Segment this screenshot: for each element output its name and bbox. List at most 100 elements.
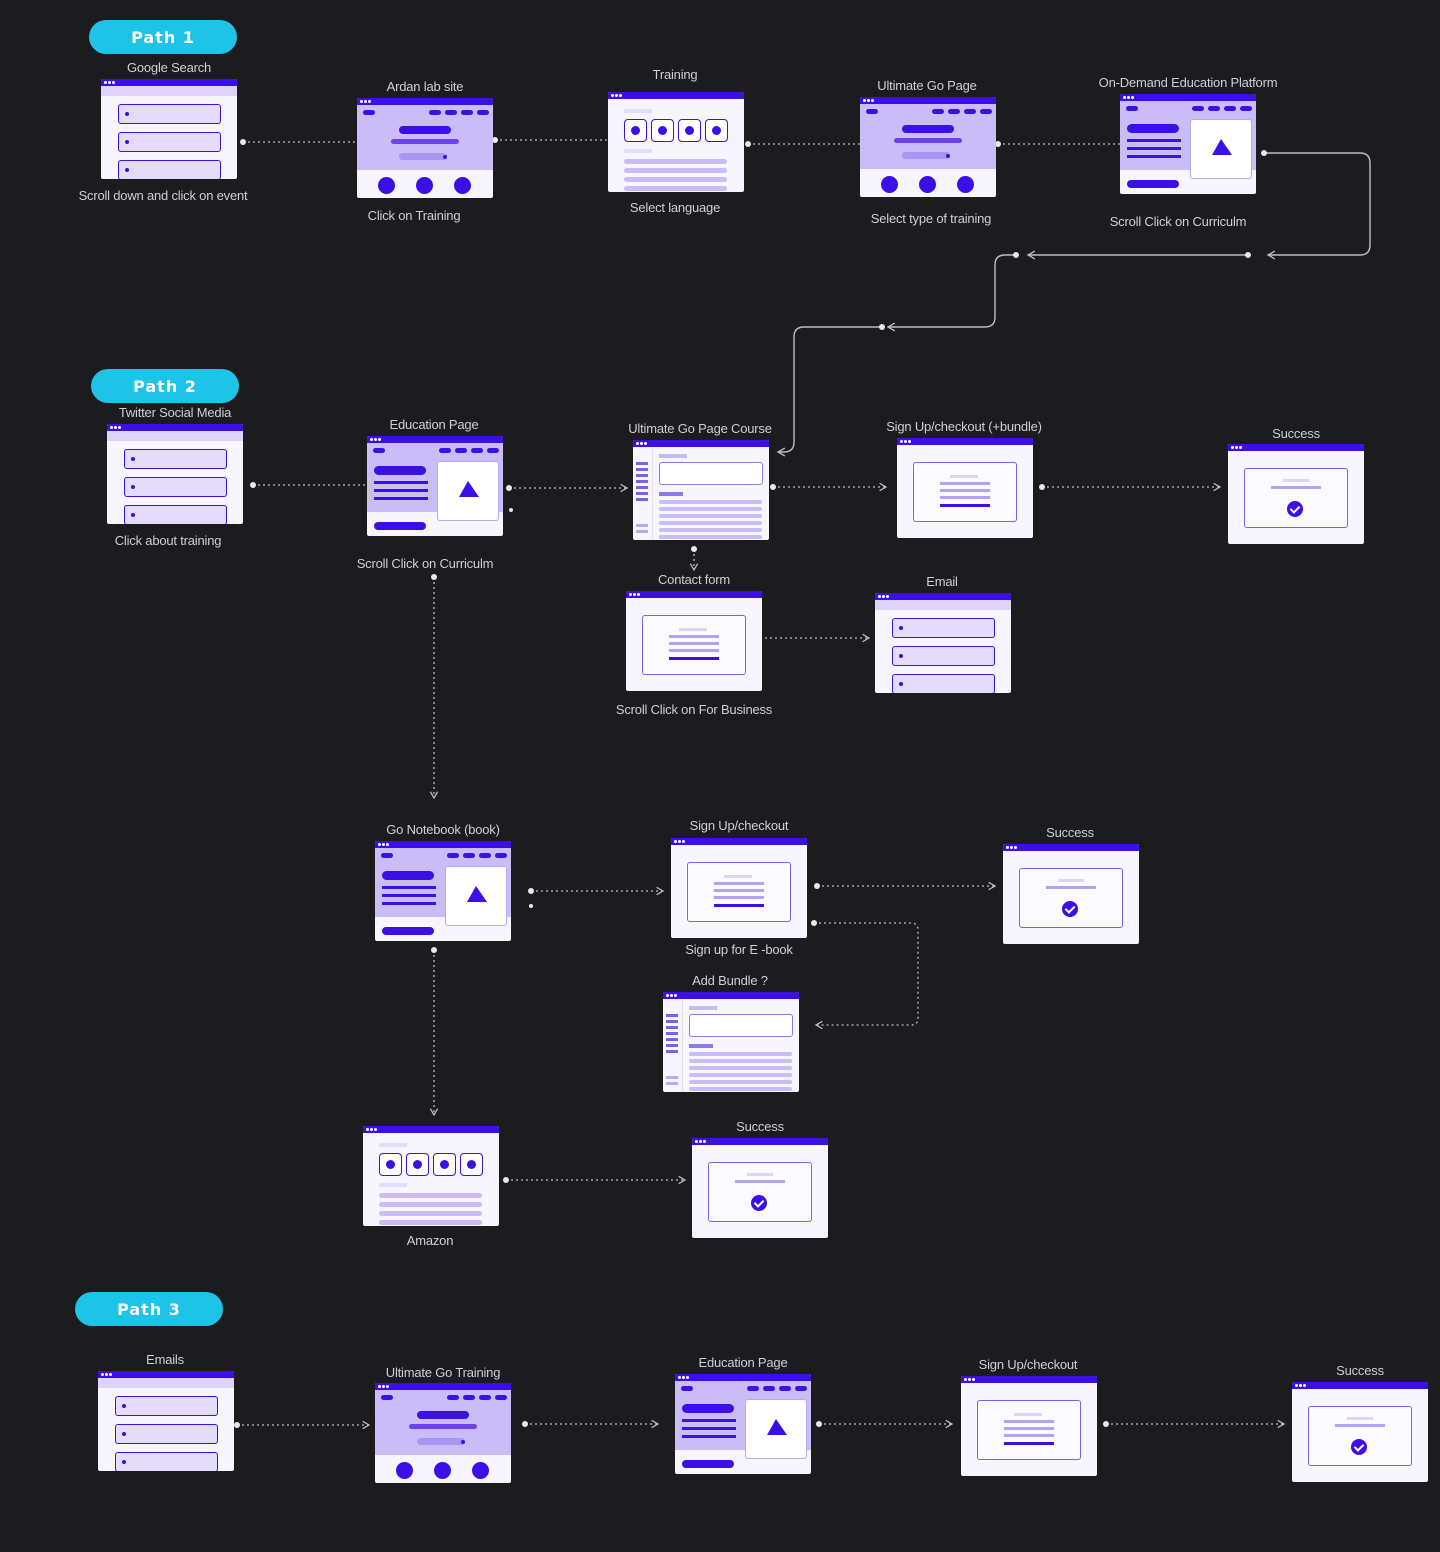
text-line bbox=[1127, 147, 1181, 150]
nav-item bbox=[461, 110, 473, 115]
page-body bbox=[98, 1378, 234, 1388]
sidebar-item bbox=[636, 524, 648, 527]
screen-success-4[interactable] bbox=[1292, 1382, 1428, 1482]
label-notebook: Go Notebook (book) bbox=[386, 822, 500, 837]
sidebar-item bbox=[666, 1050, 678, 1053]
caption-ondemand: Scroll Click on Curriculm bbox=[1109, 214, 1247, 229]
headline bbox=[374, 466, 426, 475]
text-line bbox=[382, 902, 436, 905]
content-line bbox=[624, 168, 727, 173]
screen-ardan-lab[interactable] bbox=[357, 98, 493, 198]
caption-google-search: Scroll down and click on event bbox=[78, 188, 248, 203]
page-body bbox=[875, 600, 1011, 610]
connector-loop-ondemand bbox=[1264, 152, 1371, 260]
content-line bbox=[659, 507, 762, 511]
screen-signup-bundle[interactable] bbox=[897, 438, 1033, 538]
screen-amazon[interactable] bbox=[363, 1126, 499, 1226]
language-card bbox=[624, 119, 647, 142]
check-mark bbox=[753, 1197, 765, 1208]
form-field bbox=[1004, 1434, 1054, 1437]
screen-emails[interactable] bbox=[98, 1371, 234, 1471]
result-bullet bbox=[125, 112, 129, 116]
screen-course[interactable] bbox=[633, 440, 769, 540]
nav-item bbox=[1224, 106, 1236, 111]
label-signup-3: Sign Up/checkout bbox=[978, 1357, 1078, 1372]
sidebar-item bbox=[636, 498, 648, 501]
form-field bbox=[714, 889, 764, 892]
form-field bbox=[669, 635, 719, 638]
hero-button bbox=[417, 1438, 465, 1445]
nav-logo bbox=[381, 1395, 393, 1400]
nav-item bbox=[795, 1386, 807, 1391]
window-title-bar bbox=[675, 1374, 811, 1381]
image-box bbox=[745, 1399, 807, 1459]
label-course: Ultimate Go Page Course bbox=[628, 421, 772, 436]
hero-button bbox=[399, 153, 447, 160]
feature-dot bbox=[881, 176, 898, 193]
form-frame bbox=[913, 462, 1017, 522]
screen-signup-book[interactable] bbox=[671, 838, 807, 938]
connector-loop-down bbox=[886, 254, 1016, 332]
nav-item bbox=[1208, 106, 1220, 111]
image-box bbox=[445, 866, 507, 926]
nav-logo bbox=[363, 110, 375, 115]
screen-notebook[interactable] bbox=[375, 841, 511, 941]
screen-education[interactable] bbox=[367, 436, 503, 536]
text-line bbox=[374, 489, 428, 492]
sidebar-item bbox=[666, 1076, 678, 1079]
nav-item bbox=[747, 1386, 759, 1391]
window-title-bar bbox=[1003, 844, 1139, 851]
feature-dot bbox=[434, 1462, 451, 1479]
image-icon bbox=[459, 481, 479, 497]
cta-button bbox=[1127, 180, 1179, 188]
hero-sub bbox=[391, 139, 459, 144]
window-title-bar bbox=[692, 1138, 828, 1145]
caption-signup-book: Sign up for E -book bbox=[685, 942, 793, 957]
screen-training[interactable] bbox=[608, 92, 744, 192]
caption-training: Select language bbox=[629, 200, 721, 215]
success-line bbox=[1283, 479, 1309, 482]
screen-ultimate-go[interactable] bbox=[860, 97, 996, 197]
screen-email[interactable] bbox=[875, 593, 1011, 693]
result-bullet bbox=[131, 485, 135, 489]
form-field bbox=[669, 642, 719, 645]
content-line bbox=[659, 535, 762, 539]
label-twitter: Twitter Social Media bbox=[118, 405, 232, 420]
window-title-bar bbox=[98, 1371, 234, 1378]
result-row bbox=[124, 505, 227, 524]
text-line bbox=[682, 1419, 736, 1422]
screen-signup-3[interactable] bbox=[961, 1376, 1097, 1476]
screen-success-1[interactable] bbox=[1228, 444, 1364, 544]
screen-ultimate-training[interactable] bbox=[375, 1383, 511, 1483]
success-line bbox=[747, 1173, 773, 1176]
screen-add-bundle[interactable] bbox=[663, 992, 799, 1092]
window-title-bar bbox=[875, 593, 1011, 600]
window-title-bar bbox=[671, 838, 807, 845]
nav-item bbox=[439, 448, 451, 453]
screen-education-3[interactable] bbox=[675, 1374, 811, 1474]
feature-dot bbox=[957, 176, 974, 193]
screen-google-search[interactable] bbox=[101, 79, 237, 179]
text-line bbox=[374, 497, 428, 500]
screen-success-2[interactable] bbox=[1003, 844, 1139, 944]
path-2-badge: Path 2 bbox=[91, 369, 239, 403]
success-line bbox=[1058, 879, 1084, 882]
screen-success-3[interactable] bbox=[692, 1138, 828, 1238]
content-line bbox=[689, 1052, 792, 1056]
success-frame bbox=[1308, 1406, 1412, 1466]
content-line bbox=[659, 528, 762, 532]
text-line bbox=[382, 894, 436, 897]
hero-band bbox=[357, 105, 493, 170]
label-education: Education Page bbox=[389, 417, 479, 432]
result-row bbox=[115, 1452, 218, 1471]
nav-item bbox=[495, 853, 507, 858]
label-email: Email bbox=[926, 574, 958, 589]
window-title-bar bbox=[107, 424, 243, 431]
screen-twitter[interactable] bbox=[107, 424, 243, 524]
label-education-3: Education Page bbox=[698, 1355, 788, 1370]
screen-ondemand[interactable] bbox=[1120, 94, 1256, 194]
form-frame bbox=[687, 862, 791, 922]
text-line bbox=[382, 886, 436, 889]
screen-contact-form[interactable] bbox=[626, 591, 762, 691]
sidebar-item bbox=[636, 474, 648, 477]
